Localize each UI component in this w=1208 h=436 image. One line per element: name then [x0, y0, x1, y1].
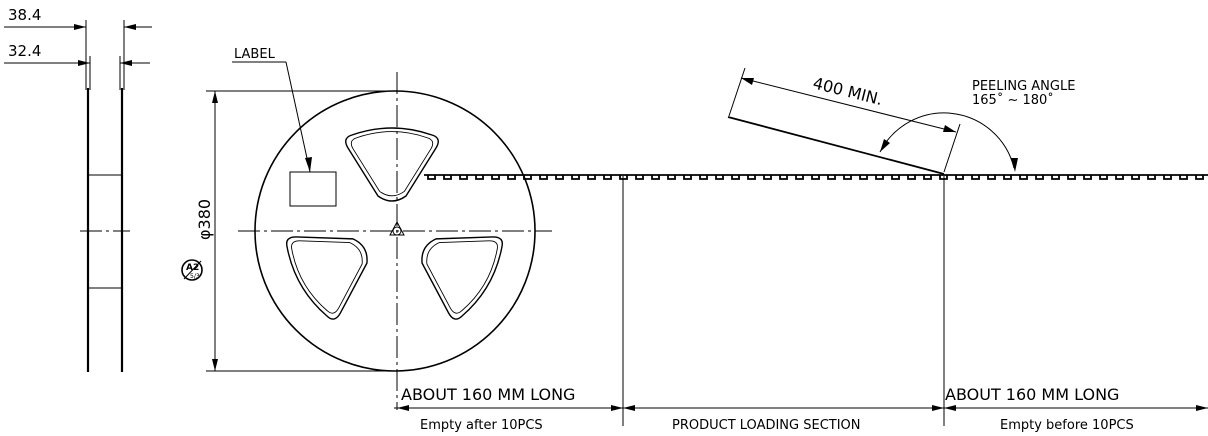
dia-arrow-top: [212, 91, 218, 103]
reel-front-view: LABEL φ380 A2 5/3: [181, 47, 552, 410]
revision-tag: A2: [186, 263, 199, 273]
peel-angle-arc: [879, 112, 1015, 169]
dim-38-arrow-right: [124, 24, 136, 30]
sec2-arrow-left: [623, 405, 635, 411]
len-arrow-right: [943, 125, 956, 132]
section-dimensions: ABOUT 160 MM LONG Empty after 10PCS PROD…: [394, 176, 1208, 433]
label-callout: LABEL: [234, 47, 276, 62]
section-3-desc: Empty before 10PCS: [1000, 418, 1134, 433]
reel-window-top: [345, 127, 439, 202]
sec2-arrow-right: [932, 405, 944, 411]
reel-window-right: [400, 207, 512, 326]
peeling-angle-range: 165˚ ~ 180˚: [972, 92, 1054, 108]
label-leader-arrow: [305, 157, 312, 172]
hub-hole: [392, 226, 402, 236]
sec1-arrow-left: [397, 405, 409, 411]
len-ext-left: [728, 67, 746, 117]
dia-arrow-bottom: [212, 359, 218, 371]
peel-length: 400 MIN.: [811, 73, 885, 109]
reel-diameter: φ380: [195, 199, 214, 240]
dim-38-arrow-left: [74, 24, 86, 30]
dim-32-arrow-right: [120, 60, 132, 66]
sec3-arrow-left: [944, 405, 956, 411]
angle-arrow-left: [880, 139, 890, 152]
section-3-length: ABOUT 160 MM LONG: [945, 385, 1119, 404]
tape-pockets: [424, 174, 1208, 180]
section-2-desc: PRODUCT LOADING SECTION: [672, 418, 861, 433]
section-1-length: ABOUT 160 MM LONG: [401, 385, 575, 404]
sec1-arrow-right: [611, 405, 623, 411]
peeling-angle-title: PEELING ANGLE: [972, 79, 1075, 94]
reel-side-view: 38.4 32.4: [4, 6, 152, 372]
dim-32-arrow-left: [78, 60, 90, 66]
len-ext-right: [943, 123, 961, 173]
label-leader: [285, 61, 311, 173]
label-box: [289, 171, 337, 207]
carrier-tape: [424, 116, 1208, 180]
peeling-dimensions: 400 MIN. PEELING ANGLE 165˚ ~ 180˚: [728, 67, 1075, 173]
len-arrow-left: [741, 78, 754, 85]
len-dim-line: [740, 77, 957, 133]
sec3-arrow-right: [1196, 405, 1208, 411]
dim-hub-width: 32.4: [8, 42, 41, 60]
revision-symbol: A2 5/3: [181, 259, 203, 281]
peeled-cover-tape: [727, 116, 945, 175]
angle-arrow-right: [1011, 158, 1018, 172]
dim-overall-width: 38.4: [8, 6, 41, 24]
section-1-desc: Empty after 10PCS: [420, 418, 543, 433]
reel-window-left: [277, 207, 389, 326]
revision-sub: 5/3: [190, 273, 200, 280]
